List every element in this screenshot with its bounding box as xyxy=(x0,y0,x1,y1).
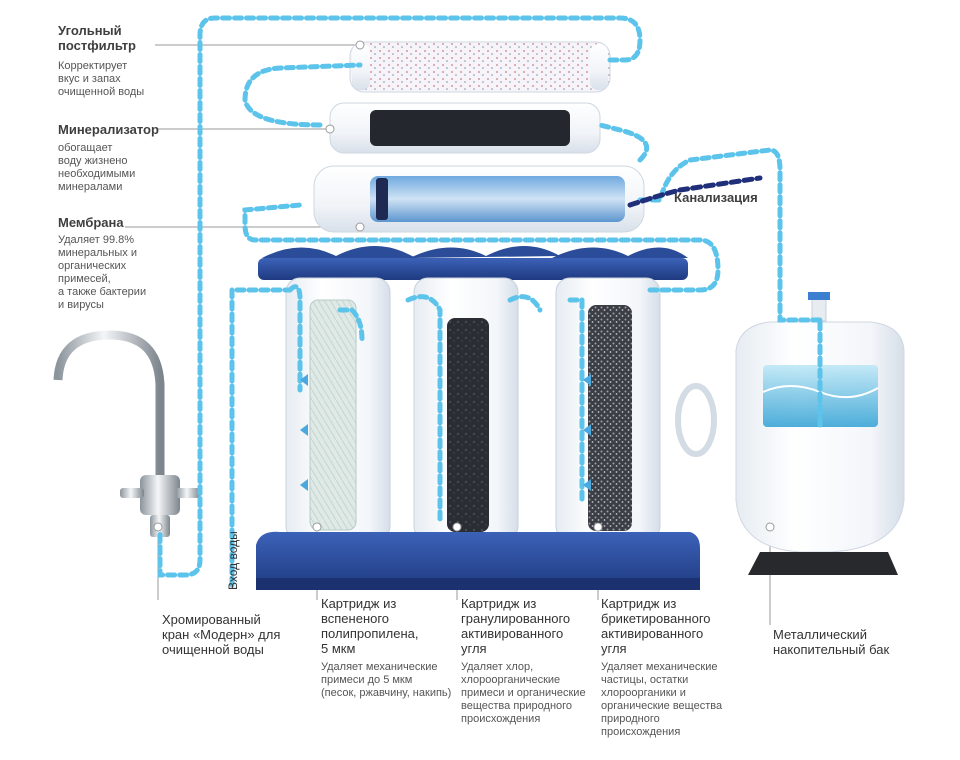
membrane-title: Мембрана xyxy=(58,215,124,230)
connector-dot-icon xyxy=(153,40,775,532)
postfilter-title: Угольный постфильтр xyxy=(58,23,136,53)
base-stand xyxy=(256,531,700,590)
postfilter-desc: Корректирует вкус и запах очищенной воды xyxy=(58,60,145,98)
mineralizer-cartridge xyxy=(329,102,601,154)
faucet-title: Хромированный кран «Модерн» для очищенно… xyxy=(162,612,281,657)
cartridge1-title: Картридж из вспененого полипропилена, 5 … xyxy=(321,596,419,656)
side-clamp xyxy=(675,383,717,457)
cartridge-housing-3 xyxy=(555,277,661,541)
cartridge3-desc: Удаляет механические частицы, остатки хл… xyxy=(601,661,723,738)
water-flow-lines xyxy=(157,15,823,588)
membrane-desc: Удаляет 99.8% минеральных и органических… xyxy=(58,234,147,311)
cartridge-housing-1 xyxy=(285,277,391,541)
drain-flow-line xyxy=(627,175,763,208)
mineralizer-desc: обогащает воду жизнено необходимыми мине… xyxy=(58,142,136,193)
cartridge1-desc: Удаляет механические примеси до 5 мкм (п… xyxy=(321,661,452,699)
tank-title: Металлический накопительный бак xyxy=(773,627,890,657)
postfilter-cartridge xyxy=(349,41,611,93)
flow-arrow-icon xyxy=(300,374,591,491)
water-inlet-label: Вход воды xyxy=(226,531,240,590)
drain-label: Канализация xyxy=(674,190,758,205)
cartridge3-title: Картридж из брикетированного активирован… xyxy=(601,596,711,656)
mounting-bracket xyxy=(258,246,688,280)
mineralizer-title: Минерализатор xyxy=(58,122,159,137)
chrome-faucet xyxy=(53,330,200,537)
cartridge2-title: Картридж из гранулированного активирован… xyxy=(461,596,571,656)
membrane-cartridge xyxy=(313,165,645,233)
cartridge2-desc: Удаляет хлор, хлороорганические примеси … xyxy=(461,661,586,725)
cartridge-housing-2 xyxy=(413,277,519,541)
